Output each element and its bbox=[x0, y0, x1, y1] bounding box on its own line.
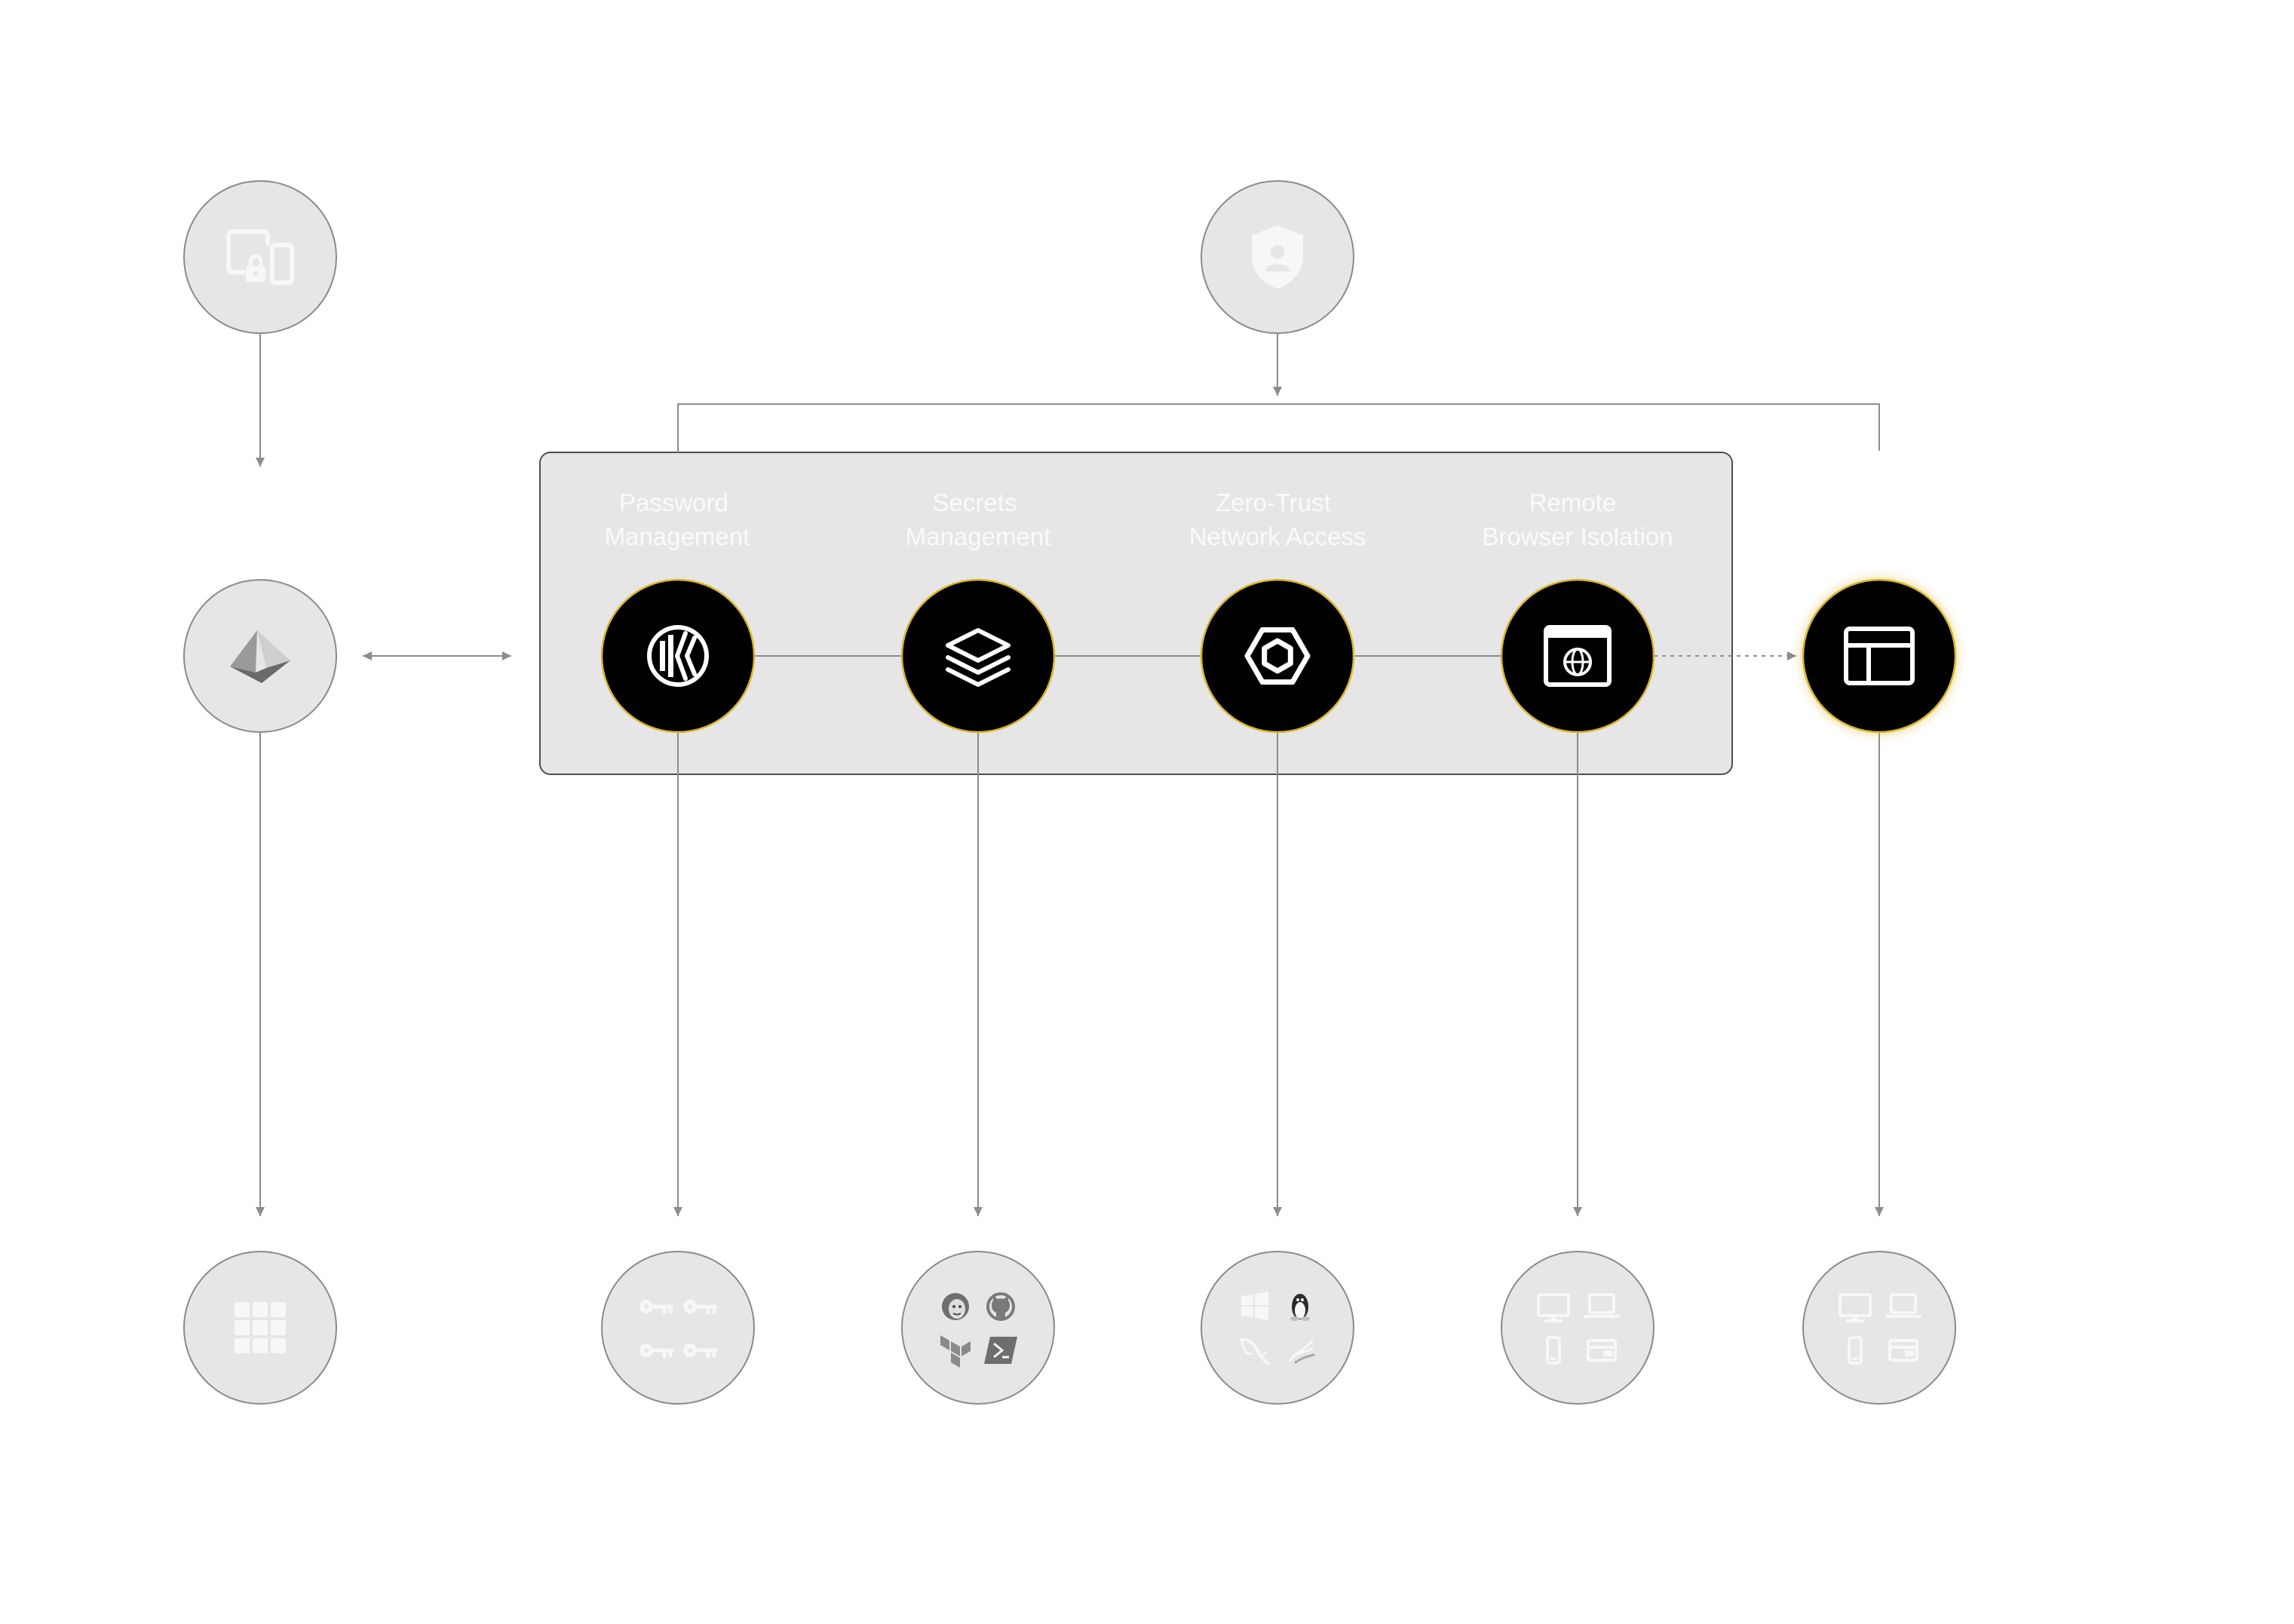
admin-policy-node bbox=[1201, 180, 1354, 334]
desktop-icon bbox=[1537, 1293, 1570, 1322]
product-circle bbox=[1500, 578, 1655, 734]
devices-lock-icon bbox=[226, 229, 294, 285]
app-grid-icon bbox=[235, 1302, 286, 1353]
laptop-icon bbox=[1584, 1293, 1620, 1318]
label-line1: Secrets bbox=[932, 489, 1017, 516]
desktop-icon bbox=[1839, 1293, 1872, 1322]
hexagon-connection-icon bbox=[1244, 627, 1311, 685]
label-line1: Remote bbox=[1529, 489, 1617, 516]
password-management-label: Password Management bbox=[605, 489, 750, 550]
product-circle bbox=[900, 578, 1056, 734]
keeper-logo-icon bbox=[647, 625, 709, 687]
browser-globe-icon bbox=[1544, 625, 1612, 687]
product-panel bbox=[539, 452, 1733, 775]
key-icon bbox=[639, 1344, 674, 1359]
dashboard-icon bbox=[1888, 1339, 1918, 1362]
github-icon bbox=[986, 1292, 1015, 1321]
zero-trust-network-access-node bbox=[1200, 578, 1355, 734]
secrets-stack-icon bbox=[946, 628, 1011, 687]
product-circle bbox=[1802, 578, 1957, 734]
connectors bbox=[256, 333, 1884, 1216]
linux-icon bbox=[1290, 1294, 1310, 1321]
node-circle bbox=[901, 1251, 1055, 1405]
node-circle bbox=[1201, 1251, 1354, 1405]
node-circle bbox=[1501, 1251, 1655, 1405]
remote-browser-isolation-label: Remote Browser Isolation bbox=[1482, 489, 1673, 550]
dashboard-icon bbox=[1587, 1339, 1617, 1362]
shield-user-icon bbox=[1252, 225, 1303, 289]
identity-pyramid-icon bbox=[230, 630, 290, 683]
node-circle bbox=[1802, 1251, 1956, 1405]
label-line2: Management bbox=[906, 522, 1051, 550]
devops-tools-node bbox=[901, 1251, 1055, 1405]
jenkins-icon bbox=[942, 1293, 969, 1320]
applications-node bbox=[183, 1251, 337, 1405]
database-icon bbox=[1288, 1340, 1315, 1364]
endpoints-node bbox=[1501, 1251, 1655, 1405]
powershell-icon bbox=[984, 1337, 1017, 1364]
windows-icon bbox=[1241, 1292, 1268, 1320]
node-circle bbox=[183, 579, 337, 733]
remote-browser-isolation-node bbox=[1500, 578, 1655, 734]
browser-window-node bbox=[1801, 578, 1958, 734]
label-line2: Network Access bbox=[1189, 522, 1366, 550]
key-icon bbox=[639, 1300, 674, 1315]
product-circle bbox=[1200, 578, 1355, 734]
label-line2: Management bbox=[605, 522, 750, 550]
isolated-endpoints-node bbox=[1802, 1251, 1956, 1405]
laptop-icon bbox=[1885, 1293, 1921, 1318]
label-line1: Password bbox=[619, 489, 728, 516]
mobile-icon bbox=[1546, 1336, 1561, 1365]
label-line1: Zero-Trust bbox=[1216, 489, 1331, 516]
admin-bracket-line bbox=[677, 403, 1880, 452]
identity-provider-node bbox=[183, 579, 337, 733]
secrets-management-node bbox=[900, 578, 1056, 734]
device-access-node bbox=[183, 180, 337, 334]
terraform-icon bbox=[940, 1335, 971, 1368]
key-icon bbox=[683, 1300, 718, 1315]
infrastructure-node bbox=[1201, 1251, 1354, 1405]
credentials-node bbox=[601, 1251, 755, 1405]
mobile-icon bbox=[1848, 1336, 1863, 1365]
browser-window-icon bbox=[1844, 627, 1915, 685]
label-line2: Browser Isolation bbox=[1482, 522, 1673, 550]
node-circle bbox=[601, 1251, 755, 1405]
password-management-node bbox=[600, 578, 756, 734]
secrets-management-label: Secrets Management bbox=[906, 489, 1051, 550]
mysql-icon bbox=[1240, 1338, 1270, 1365]
zero-trust-network-access-label: Zero-Trust Network Access bbox=[1189, 489, 1366, 550]
key-icon bbox=[683, 1344, 718, 1359]
